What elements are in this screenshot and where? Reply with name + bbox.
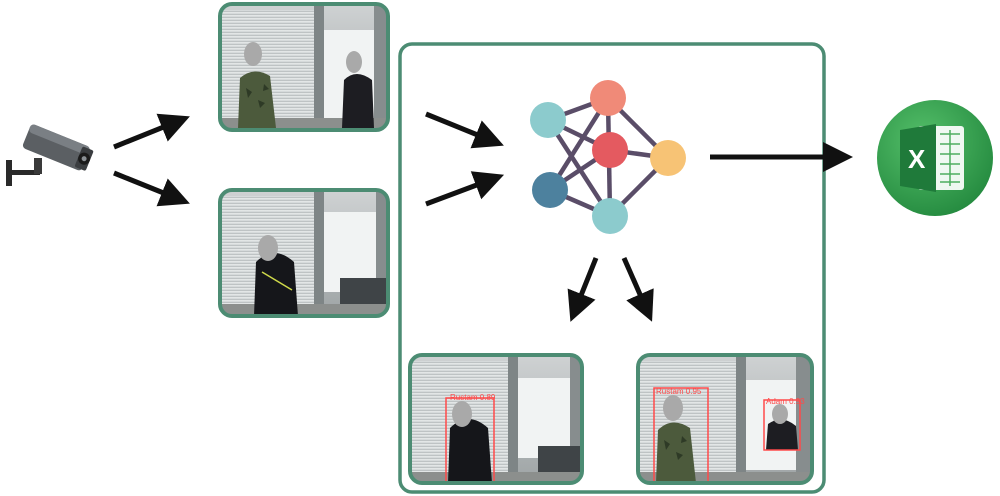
network-node xyxy=(530,102,566,138)
person-figure xyxy=(238,42,276,128)
neural-network-icon xyxy=(530,80,686,234)
detection-box xyxy=(653,387,709,483)
network-node xyxy=(592,198,628,234)
network-node xyxy=(592,132,628,168)
output-frame-left: Rustam 0.89 xyxy=(408,353,584,485)
detection-label: Rustam 0.89 xyxy=(450,393,496,402)
person-figure xyxy=(448,401,492,483)
svg-text:X: X xyxy=(908,144,926,174)
processing-container xyxy=(398,42,826,494)
network-node xyxy=(590,80,626,116)
excel-icon: X xyxy=(877,100,993,216)
detection-box xyxy=(445,397,495,483)
detection-box xyxy=(763,399,801,451)
security-camera-icon xyxy=(6,124,94,186)
input-frame-bottom xyxy=(218,188,390,318)
person-figure xyxy=(766,404,798,450)
output-frame-right: Rustam 0.95 Adam 0.93 xyxy=(636,353,814,485)
detection-label: Adam 0.93 xyxy=(766,397,805,406)
arrow-camera-to-frame-top xyxy=(113,113,190,150)
person-figure xyxy=(656,395,696,483)
network-node xyxy=(650,140,686,176)
arrow-network-to-output-left xyxy=(567,257,599,322)
person-figure xyxy=(342,51,374,128)
arrow-frames-to-network-top xyxy=(425,111,504,149)
network-node xyxy=(532,172,568,208)
arrow-frames-to-network-bottom xyxy=(425,171,505,207)
input-frame-top xyxy=(218,2,390,132)
arrow-network-to-output-right xyxy=(621,256,654,322)
detection-label: Rustam 0.95 xyxy=(656,387,702,396)
person-figure xyxy=(254,235,298,316)
arrow-camera-to-frame-bottom xyxy=(113,170,190,207)
